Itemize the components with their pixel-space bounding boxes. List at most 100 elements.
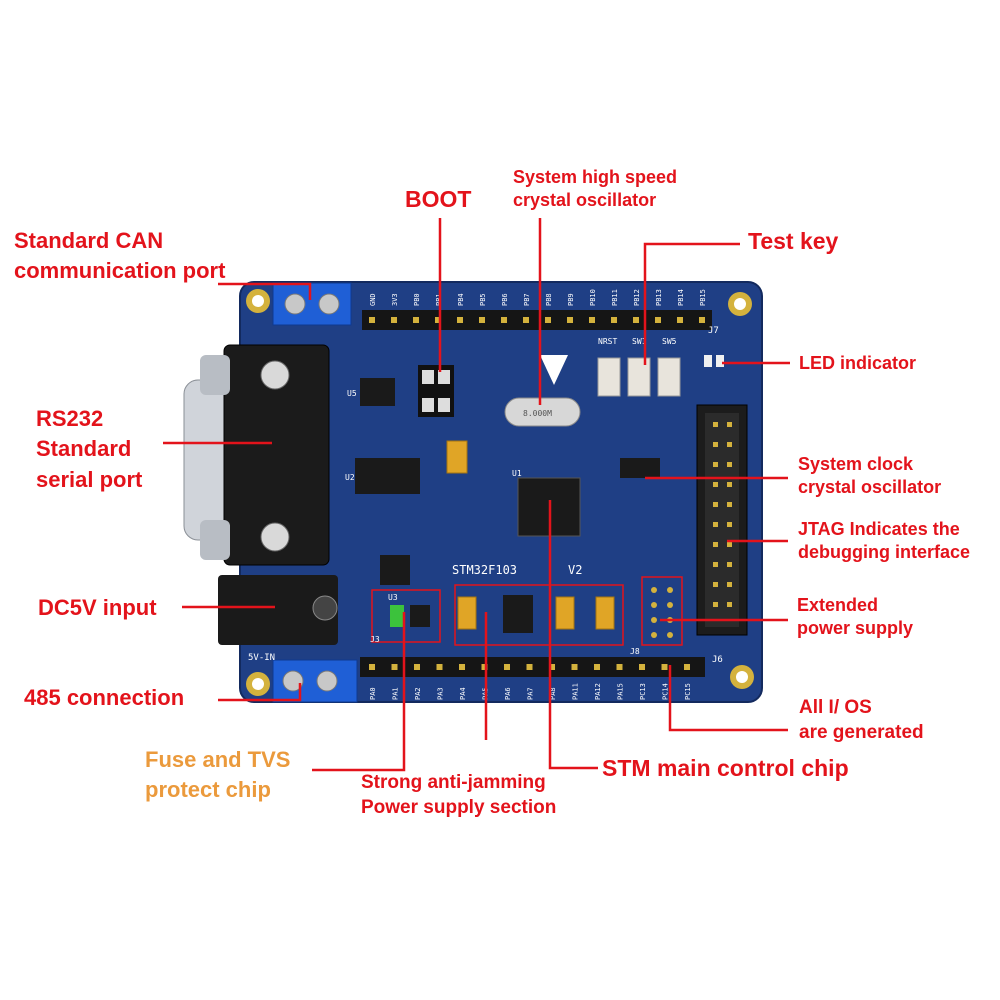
label-ext-power: Extended power supply — [797, 594, 913, 641]
header-pin — [413, 317, 419, 323]
label-rs232-line1: RS232 — [36, 406, 104, 431]
jtag-pin — [727, 462, 732, 467]
pin-label: PB7 — [523, 293, 531, 306]
silk-suffix-text: V2 — [568, 563, 582, 577]
header-pin — [369, 664, 375, 670]
label-boot: BOOT — [405, 186, 472, 212]
header-pin — [661, 664, 668, 670]
label-io-line2: are generated — [799, 721, 924, 743]
pin-label: PA3 — [437, 687, 445, 700]
dc-silk-label: 5V-IN — [248, 653, 275, 663]
label-rs232-line3: serial port — [36, 466, 143, 492]
jtag-pin — [727, 522, 732, 527]
pin-label: PB15 — [699, 289, 707, 306]
header-pin — [436, 664, 443, 670]
header-pin — [501, 317, 507, 323]
hse-crystal: 8.000M — [504, 397, 581, 427]
jtag-pin — [727, 562, 732, 567]
jtag-pin — [713, 482, 718, 487]
pin-label: PA15 — [617, 683, 625, 700]
key-label: SW1 — [632, 337, 647, 346]
jtag-pin — [727, 582, 732, 587]
tantalum-capacitor — [457, 596, 477, 630]
jtag-pin — [713, 442, 718, 447]
u5-chip: U5 — [347, 378, 395, 406]
header-pin — [481, 664, 488, 670]
u3-silk: U3 — [388, 593, 398, 602]
key-label: NRST — [598, 337, 617, 346]
pin-label: 3V3 — [391, 293, 399, 306]
mounting-hole-icon — [728, 292, 752, 316]
header-pin — [589, 317, 595, 323]
pin-label: PC13 — [639, 683, 647, 700]
dc-jack: 5V-IN — [218, 575, 338, 663]
logo-icon — [540, 355, 568, 385]
pin-label: PC14 — [662, 683, 670, 700]
u1-silk: U1 — [512, 469, 522, 478]
key-label: SW5 — [662, 337, 677, 346]
label-rs232-line2: Standard — [36, 436, 132, 462]
header-pin — [616, 664, 623, 670]
header-pin — [504, 664, 510, 670]
pin-label: PB0 — [413, 293, 421, 306]
boot-jumpers — [418, 365, 454, 417]
label-led: LED indicator — [799, 353, 917, 373]
header-pin — [633, 317, 639, 323]
pin-label: PB12 — [633, 289, 641, 306]
pin-label: PA6 — [504, 687, 512, 700]
label-rs232: RS232 Standard serial port — [36, 404, 142, 495]
jtag-pin — [713, 422, 718, 427]
header-pin — [594, 664, 600, 670]
header-pin — [639, 664, 645, 670]
header-pin — [611, 317, 617, 323]
header-pin — [655, 317, 661, 323]
j7-silk: J7 — [708, 326, 719, 336]
leader-line-can — [218, 282, 312, 300]
header-pin — [391, 664, 398, 670]
header-pin — [414, 664, 420, 670]
header-pin — [459, 664, 465, 670]
header-pin — [526, 664, 533, 670]
pin-label: PA7 — [527, 687, 535, 700]
label-dc5v: DC5V input — [38, 595, 157, 620]
j8-silk: J8 — [630, 647, 640, 656]
header-pin — [391, 317, 397, 323]
crystal-marking: 8.000M — [523, 409, 552, 418]
led-indicators — [704, 355, 724, 367]
label-fuse-line1: Fuse and TVS — [145, 747, 291, 772]
header-pin — [479, 317, 485, 323]
label-sysclk-line1: System clock — [798, 454, 914, 474]
rs485-terminal-block — [272, 659, 358, 703]
tantalum-capacitor — [555, 596, 575, 630]
header-pin — [435, 317, 441, 323]
jtag-pins — [713, 422, 732, 607]
pin-label: PB13 — [655, 289, 663, 306]
label-485: 485 connection — [24, 685, 185, 710]
header-pin — [549, 664, 555, 670]
label-can-line1: Standard CAN — [14, 228, 164, 253]
label-can: Standard CAN communication port — [14, 226, 225, 285]
db9-connector — [183, 344, 330, 566]
pin-label: PA2 — [414, 687, 422, 700]
label-ext-power-line2: power supply — [797, 618, 914, 639]
pin-label: PA0 — [369, 687, 377, 700]
pin-label: PA11 — [572, 683, 580, 700]
label-jtag-line2: debugging interface — [798, 542, 971, 563]
sysclk-crystal — [620, 458, 660, 478]
jtag-pin — [713, 562, 718, 567]
label-fuse: Fuse and TVS protect chip — [145, 745, 290, 806]
leader-line-test-key — [643, 242, 740, 365]
pin-label: PA1 — [392, 687, 400, 700]
header-pin — [523, 317, 529, 323]
jtag-pin — [713, 602, 718, 607]
mounting-hole-icon — [246, 289, 270, 313]
leader-line-fuse — [312, 612, 406, 772]
label-stm-chip: STM main control chip — [602, 755, 849, 781]
j6-silk: J6 — [712, 655, 723, 665]
stm32-mcu: U1 — [512, 469, 581, 537]
label-sysclk-line2: crystal oscillator — [798, 477, 942, 498]
pin-label: PB4 — [457, 293, 465, 306]
tantalum-capacitor — [446, 440, 468, 474]
